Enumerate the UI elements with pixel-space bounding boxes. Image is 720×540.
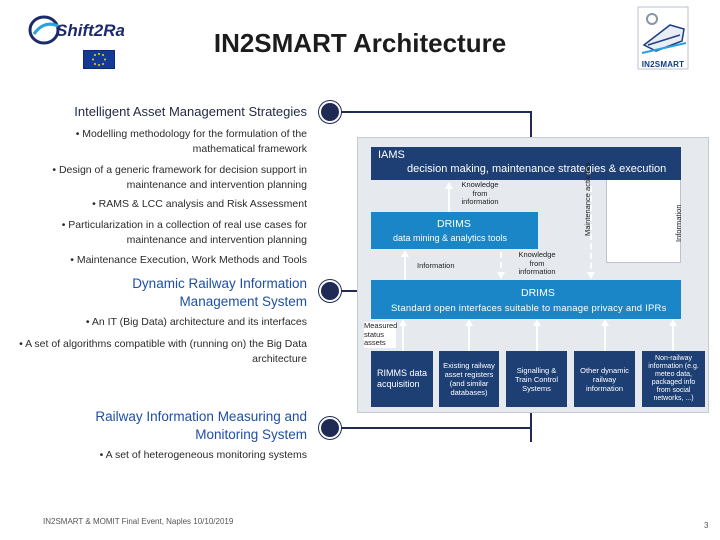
arrow-up-2: [401, 250, 409, 257]
drims-bullet-1-text: An IT (Big Data) architecture and its in…: [91, 316, 307, 328]
drims-bullet-2: • A set of algorithms compatible with (r…: [19, 338, 307, 365]
arrow-dashed-mid: [500, 252, 502, 278]
measured-status-label: Measured status assets: [364, 321, 398, 348]
drims-analytics-title: DRIMS: [437, 218, 471, 230]
strategy-bullet-2: • Design of a generic framework for deci…: [52, 164, 307, 191]
eu-flag-icon: [83, 50, 115, 69]
drims-analytics-subtitle: data mining & analytics tools: [393, 233, 508, 243]
drims-bullet-1: • An IT (Big Data) architecture and its …: [85, 316, 307, 328]
strategy-bullet-2-text: Design of a generic framework for decisi…: [58, 164, 307, 191]
drims-interfaces-title: DRIMS: [521, 287, 555, 299]
source-signalling: Signalling & Train Control Systems: [506, 351, 567, 407]
page-number: 3: [704, 521, 709, 530]
source-arrow-shaft-1: [402, 325, 404, 351]
strategy-bullet-5: • Maintenance Execution, Work Methods an…: [70, 254, 307, 266]
information-label: Information: [417, 261, 455, 270]
source-arrow-shaft-3: [536, 325, 538, 351]
shift2rail-logo: Shift2Rail: [28, 15, 124, 45]
arrow-shaft-up-2: [404, 256, 406, 280]
node-strategies: [319, 101, 341, 123]
source-arrow-5: [669, 319, 677, 326]
heading-strategies: Intelligent Asset Management Strategies: [74, 104, 307, 119]
knowledge-from-information-label: Knowledge from information: [461, 180, 499, 206]
arrow-up-1: [445, 182, 453, 189]
in2smart-logo-text: IN2SMART: [641, 60, 685, 69]
arrow-down-mid: [497, 272, 505, 279]
source-non-railway: Non-railway information (e.g. meteo data…: [642, 351, 705, 407]
strategy-bullet-4-text: Particularization in a collection of rea…: [68, 219, 307, 246]
source-arrow-shaft-4: [604, 325, 606, 351]
strategy-bullet-3-text: RAMS & LCC analysis and Risk Assessment: [98, 198, 307, 210]
source-arrow-2: [465, 319, 473, 326]
in2smart-logo: [637, 6, 689, 70]
drims-interfaces-block: DRIMS Standard open interfaces suitable …: [371, 280, 681, 319]
drims-bullet-2-text: A set of algorithms compatible with (run…: [25, 338, 307, 365]
strategy-bullet-1: • Modelling methodology for the formulat…: [75, 128, 307, 155]
iams-subtitle: decision making, maintenance strategies …: [407, 163, 667, 175]
source-arrow-3: [533, 319, 541, 326]
heading-rims-section: Railway Information Measuring and Monito…: [95, 409, 307, 442]
rims-bullet-1: • A set of heterogeneous monitoring syst…: [99, 449, 307, 461]
page-title: IN2SMART Architecture: [213, 28, 507, 58]
drims-interfaces-subtitle: Standard open interfaces suitable to man…: [391, 303, 667, 314]
information-vertical-label: Information: [674, 204, 683, 242]
iams-side-column: [606, 180, 681, 263]
connector-line-rims: [340, 427, 532, 429]
footer-event: IN2SMART & MOMIT Final Event, Naples 10/…: [43, 517, 234, 526]
source-arrow-shaft-2: [468, 325, 470, 351]
rims-bullet-1-text: A set of heterogeneous monitoring system…: [105, 449, 307, 461]
node-drims: [319, 280, 341, 302]
iams-block: IAMS decision making, maintenance strate…: [371, 147, 681, 180]
connector-line-strategies: [340, 111, 532, 113]
iams-title: IAMS: [378, 149, 405, 161]
node-rims: [319, 417, 341, 439]
heading-drims-section: Dynamic Railway Information Management S…: [132, 276, 307, 309]
source-rimms: RIMMS data acquisition: [371, 351, 433, 407]
strategy-bullet-4: • Particularization in a collection of r…: [61, 219, 307, 246]
arrow-dashed-right: [590, 186, 592, 278]
arrow-shaft-up-1: [448, 188, 450, 212]
svg-text:Shift2Rail: Shift2Rail: [56, 21, 124, 40]
source-dynamic-info: Other dynamic railway information: [574, 351, 635, 407]
source-asset-registers: Existing railway asset registers (and si…: [439, 351, 499, 407]
arrow-down-right: [587, 272, 595, 279]
strategy-bullet-1-text: Modelling methodology for the formulatio…: [82, 128, 307, 155]
drims-analytics-block: DRIMS data mining & analytics tools: [371, 212, 538, 249]
strategy-bullet-5-text: Maintenance Execution, Work Methods and …: [76, 254, 307, 266]
strategy-bullet-3: • RAMS & LCC analysis and Risk Assessmen…: [92, 198, 307, 210]
knowledge-from-information-label-2: Knowledge from information: [518, 250, 556, 276]
source-arrow-4: [601, 319, 609, 326]
source-arrow-shaft-5: [672, 325, 674, 351]
source-arrow-1: [399, 319, 407, 326]
